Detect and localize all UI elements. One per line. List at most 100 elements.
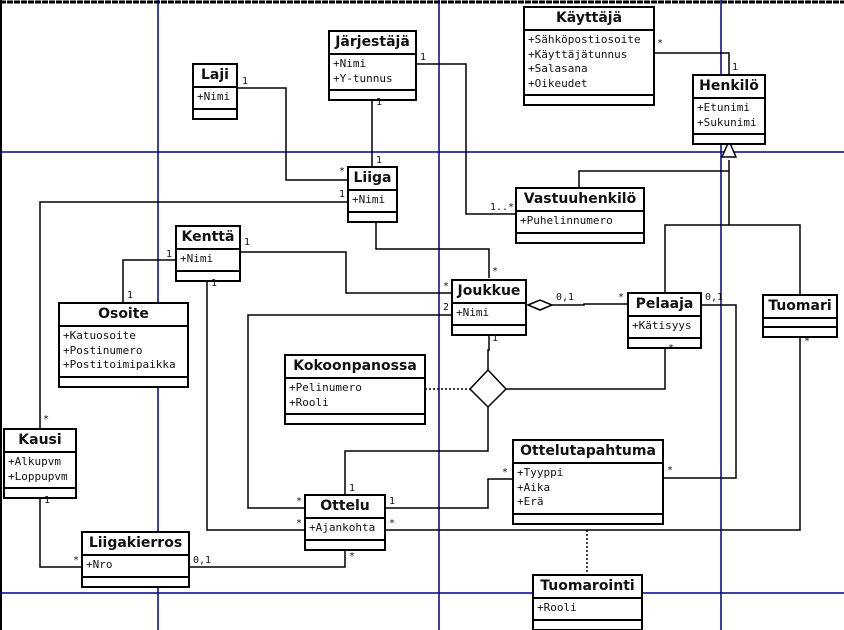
attribute: +Nimi: [197, 90, 231, 103]
assoc-liiga-joukkue[interactable]: [375, 220, 490, 278]
assoc-liigakierros-ottelu[interactable]: [189, 547, 346, 568]
generalization-triangle-icon: [720, 139, 738, 158]
class-attributes: +Pelinumero +Rooli: [286, 379, 424, 415]
class-title: Tuomarointi: [534, 576, 641, 599]
attribute: +Postinumero: [63, 343, 143, 357]
class-title: Kenttä: [177, 227, 239, 250]
generalization-pelaaja-tuomari[interactable]: [664, 224, 801, 295]
n-ary-diamond-icon: [468, 368, 508, 409]
class-laji[interactable]: Laji +Nimi: [192, 63, 238, 120]
multiplicity-label: 1: [376, 155, 383, 166]
attribute: +Loppupvm: [8, 469, 68, 483]
assoc-kentta-osoite[interactable]: [122, 259, 175, 302]
class-osoite[interactable]: Osoite +Katuosoite +Postinumero +Postito…: [58, 302, 189, 388]
multiplicity-label: 1: [244, 237, 251, 248]
class-title: Vastuuhenkilö: [517, 189, 643, 212]
class-kayttaja[interactable]: Käyttäjä +Sähköpostiosoite +Käyttäjätunn…: [523, 6, 655, 106]
class-ottelu[interactable]: Ottelu +Ajankohta: [304, 494, 386, 551]
multiplicity-label: 1: [211, 278, 218, 289]
attribute: +Y-tunnus: [333, 71, 393, 85]
class-attributes: [764, 319, 836, 328]
class-henkilo[interactable]: Henkilö +Etunimi +Sukunimi: [692, 74, 766, 145]
class-liiga[interactable]: Liiga +Nimi: [347, 166, 398, 223]
generalization-vastuuhenkilo[interactable]: [578, 170, 729, 187]
class-jarjestaja[interactable]: Järjestäjä +Nimi +Y-tunnus: [328, 30, 417, 101]
class-kentta[interactable]: Kenttä +Nimi: [175, 225, 241, 282]
class-joukkue[interactable]: Joukkue +Nimi: [451, 279, 527, 336]
class-kausi[interactable]: Kausi +Alkupvm +Loppupvm: [3, 428, 77, 499]
attribute: +Ajankohta: [309, 521, 376, 534]
class-attributes: +Ajankohta: [306, 519, 384, 541]
assoc-jarjestaja-vastuuhenkilo[interactable]: [416, 63, 516, 215]
class-attributes: +Etunimi +Sukunimi: [694, 99, 764, 135]
multiplicity-label: 1: [732, 62, 739, 73]
attribute: +Käyttäjätunnus: [528, 47, 628, 61]
assoc-laji-liiga[interactable]: [237, 87, 348, 181]
class-vastuuhenkilo[interactable]: Vastuuhenkilö +Puhelinnumero: [515, 187, 645, 244]
multiplicity-label: 0,1: [556, 292, 575, 303]
attribute: +Erä: [517, 495, 544, 508]
class-operations: [694, 135, 764, 143]
class-attributes: +Rooli: [534, 599, 641, 621]
assoc-pelaaja-kokoonpanossa[interactable]: [506, 344, 666, 390]
class-operations: [5, 489, 75, 497]
class-operations: [306, 541, 384, 549]
class-tuomarointi[interactable]: Tuomarointi +Rooli: [532, 574, 643, 630]
multiplicity-label: 1: [242, 76, 249, 87]
class-title: Henkilö: [694, 76, 764, 99]
class-operations: [629, 339, 700, 347]
multiplicity-label: 1: [389, 496, 396, 507]
attribute: +Oikeudet: [528, 76, 588, 90]
class-title: Ottelu: [306, 496, 384, 519]
assoc-liiga-kausi[interactable]: [39, 201, 348, 428]
assoc-ottelu-ottelutapahtuma[interactable]: [385, 478, 513, 509]
multiplicity-label: *: [804, 336, 811, 347]
multiplicity-label: *: [443, 281, 450, 292]
multiplicity-label: *: [349, 551, 356, 562]
multiplicity-label: *: [492, 266, 499, 277]
class-operations: [330, 91, 415, 99]
assoc-kentta-joukkue[interactable]: [240, 251, 452, 294]
class-operations: [517, 234, 643, 242]
assoc-ottelu-tuomari[interactable]: [385, 334, 801, 531]
attribute: +Nro: [86, 558, 113, 571]
multiplicity-label: *: [339, 166, 346, 177]
class-title: Käyttäjä: [525, 8, 653, 31]
class-liigakierros[interactable]: Liigakierros +Nro: [81, 531, 190, 588]
attribute: +Pelinumero: [289, 381, 362, 394]
assoc-kausi-liigakierros[interactable]: [39, 494, 81, 568]
class-operations: [525, 96, 653, 104]
class-title: Joukkue: [453, 281, 525, 304]
class-attributes: +Nimi: [177, 250, 239, 272]
class-attributes: +Nro: [83, 556, 188, 578]
class-title: Ottelutapahtuma: [514, 441, 662, 464]
class-tuomari[interactable]: Tuomari: [762, 294, 838, 338]
assoc-joukkue-pelaaja[interactable]: [551, 303, 627, 306]
class-kokoonpanossa[interactable]: Kokoonpanossa +Pelinumero +Rooli: [284, 354, 426, 425]
attribute: +Rooli: [537, 601, 577, 614]
class-attributes: +Nimi: [194, 88, 236, 110]
attribute: +Tyyppi: [517, 466, 564, 479]
attribute: +Salasana: [528, 62, 588, 75]
class-operations: [177, 272, 239, 280]
multiplicity-label: *: [667, 465, 674, 476]
class-operations: [60, 378, 187, 386]
class-pelaaja[interactable]: Pelaaja +Kätisyys: [627, 292, 702, 349]
class-title: Liigakierros: [83, 533, 188, 556]
assoc-pelaaja-ottelutapahtuma[interactable]: [663, 304, 737, 479]
multiplicity-label: 1: [166, 249, 173, 260]
multiplicity-label: *: [618, 292, 625, 303]
assoc-joukkue-kokoonpanossa[interactable]: [487, 332, 490, 370]
class-title: Järjestäjä: [330, 32, 415, 55]
multiplicity-label: *: [296, 496, 303, 507]
multiplicity-label: *: [389, 518, 396, 529]
assoc-kayttaja-henkilo[interactable]: [654, 52, 730, 74]
assoc-joukkue-ottelu[interactable]: [247, 314, 452, 509]
class-title: Kokoonpanossa: [286, 356, 424, 379]
assoc-kentta-ottelu[interactable]: [206, 277, 304, 531]
assoc-ottelu-kokoonpanossa[interactable]: [344, 407, 489, 494]
multiplicity-label: 1: [339, 189, 346, 200]
class-operations: [764, 328, 836, 336]
class-ottelutapahtuma[interactable]: Ottelutapahtuma +Tyyppi +Aika +Erä: [512, 439, 664, 525]
